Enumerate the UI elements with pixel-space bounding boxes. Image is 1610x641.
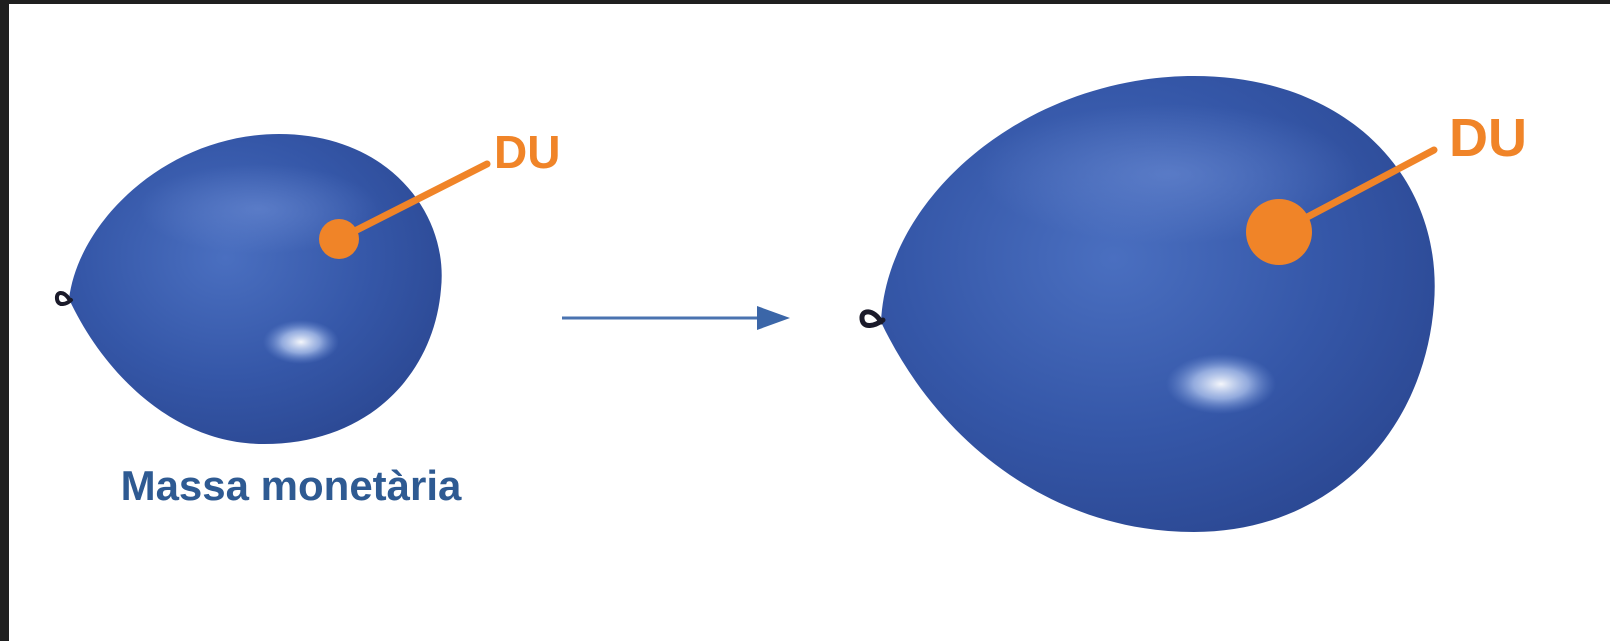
right-balloon: DU xyxy=(862,76,1527,532)
left-balloon-highlight xyxy=(263,320,339,364)
left-du-label: DU xyxy=(494,126,560,178)
left-du-marker xyxy=(319,219,359,259)
left-balloon: DU Massa monetària xyxy=(57,126,561,509)
right-balloon-knot xyxy=(862,312,883,326)
arrow-head-icon xyxy=(757,306,790,330)
right-du-label: DU xyxy=(1449,108,1527,168)
diagram-canvas: DU Massa monetària DU xyxy=(9,4,1610,641)
money-supply-diagram: DU Massa monetària DU xyxy=(9,4,1610,641)
right-du-marker xyxy=(1246,199,1312,265)
growth-arrow xyxy=(562,306,790,330)
left-balloon-caption: Massa monetària xyxy=(121,462,462,509)
right-balloon-highlight xyxy=(1166,354,1276,414)
left-balloon-knot xyxy=(57,293,71,304)
